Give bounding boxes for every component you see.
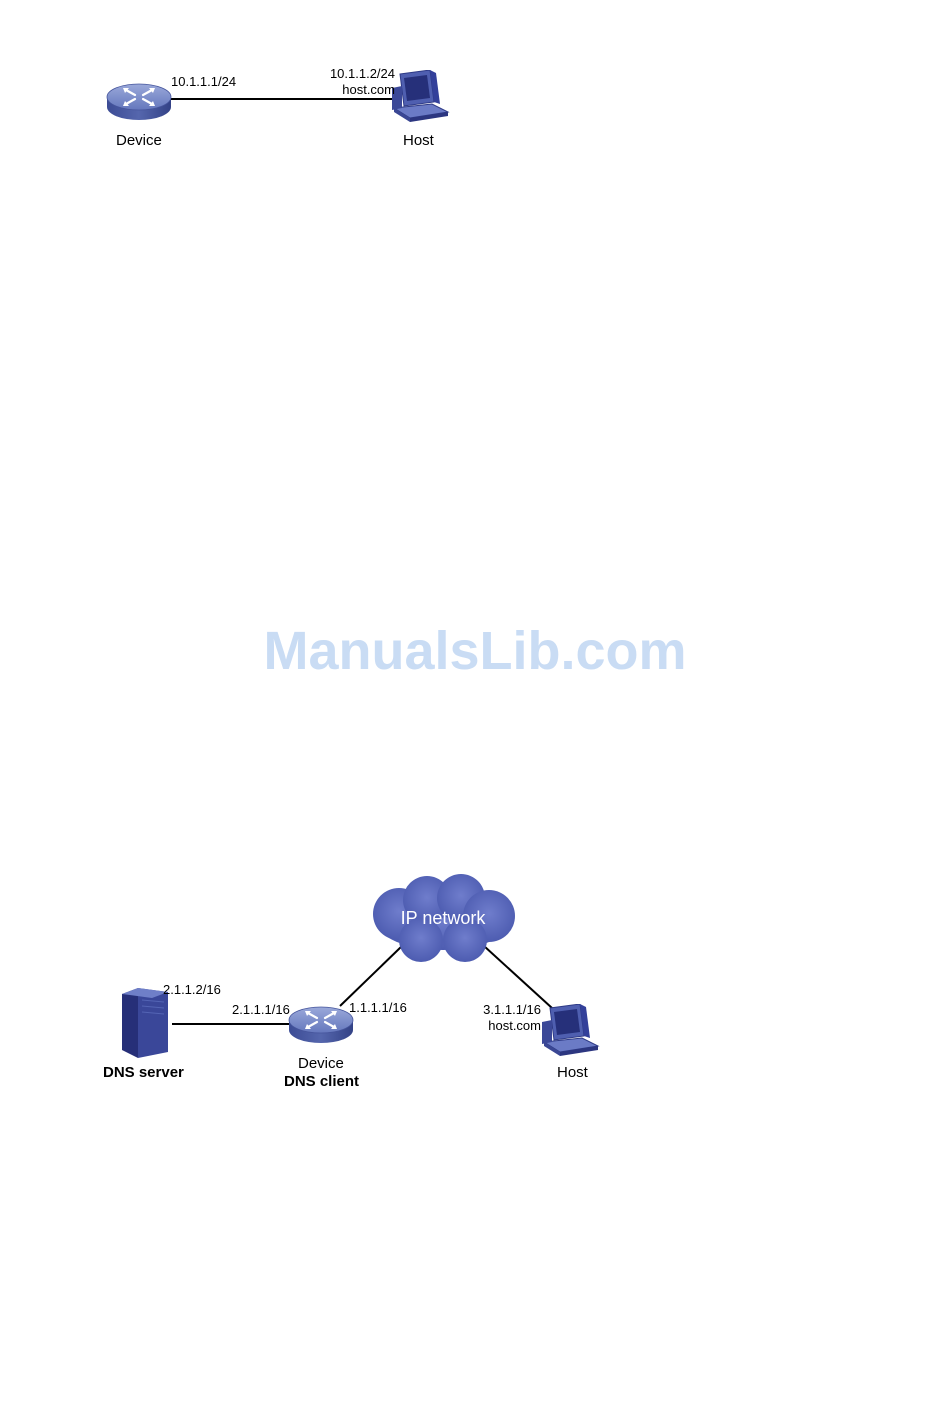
host-name-label: Host — [557, 1064, 588, 1081]
host-computer-icon — [540, 1004, 600, 1060]
router-icon — [286, 1000, 356, 1048]
host-domain-label: host.com — [320, 82, 395, 97]
device-left-ip-label: 2.1.1.1/16 — [232, 1002, 290, 1017]
host-computer-icon — [390, 70, 450, 126]
dns-server-ip-label: 2.1.1.2/16 — [163, 982, 221, 997]
device-name-label: Device — [116, 132, 162, 149]
device-right-ip-label: 1.1.1.1/16 — [349, 1000, 407, 1015]
watermark-text: ManualsLib.com — [0, 620, 950, 682]
router-icon — [104, 77, 174, 125]
server-icon — [118, 986, 176, 1060]
device-name-label: Device — [298, 1055, 344, 1072]
host-name-label: Host — [403, 132, 434, 149]
host-domain-label: host.com — [466, 1018, 541, 1033]
dns-server-name-label: DNS server — [103, 1064, 184, 1081]
top-network-diagram: 10.1.1.1/24 Device 10.1.1.2/24 host.com … — [0, 0, 950, 200]
host-ip-label: 3.1.1.1/16 — [466, 1002, 541, 1017]
device-role-label: DNS client — [284, 1073, 359, 1090]
cloud-label: IP network — [370, 907, 516, 929]
device-ip-label: 10.1.1.1/24 — [171, 74, 236, 89]
host-ip-label: 10.1.1.2/24 — [320, 66, 395, 81]
